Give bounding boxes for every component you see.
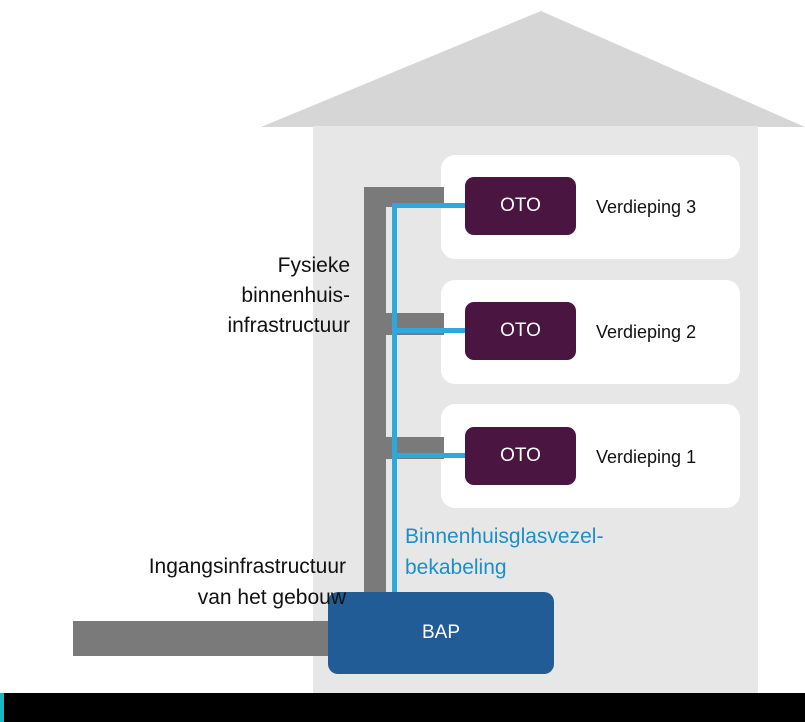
fiber-riser [392, 203, 397, 593]
entry-infrastructure-label: Ingangsinfrastructuur van het gebouw [40, 551, 346, 613]
oto-box-floor-1: OTO [465, 427, 576, 485]
entry-label-line-2: van het gebouw [197, 586, 346, 609]
entry-label-line-1: Ingangsinfrastructuur [148, 555, 346, 578]
fiber-branch-floor-1 [392, 453, 467, 458]
infrastructure-label-line-1: Fysieke [277, 254, 350, 277]
fiber-branch-floor-3 [392, 203, 467, 208]
fiber-branch-floor-2 [392, 328, 467, 333]
duct-branch-floor-3 [364, 187, 444, 207]
infrastructure-label-line-2: binnenhuis- [241, 284, 350, 307]
oto-box-floor-3: OTO [465, 177, 576, 235]
fiber-cabling-label: Binnenhuisglasvezel- bekabeling [405, 521, 685, 583]
bap-box: BAP [328, 592, 554, 674]
infrastructure-label: Fysieke binnenhuis- infrastructuur [150, 251, 350, 341]
infrastructure-label-line-3: infrastructuur [227, 314, 350, 337]
roof [261, 11, 805, 127]
floor-label-1: Verdieping 1 [596, 447, 697, 467]
oto-box-floor-2: OTO [465, 302, 576, 360]
floor-label-2: Verdieping 2 [596, 322, 697, 342]
bottom-bar-accent [0, 693, 4, 722]
fiber-label-line-1: Binnenhuisglasvezel- [405, 525, 604, 548]
riser-duct [364, 187, 386, 594]
bottom-bar [0, 693, 805, 722]
floor-label-3: Verdieping 3 [596, 197, 697, 217]
entry-duct [73, 621, 331, 656]
fiber-label-line-2: bekabeling [405, 556, 507, 579]
